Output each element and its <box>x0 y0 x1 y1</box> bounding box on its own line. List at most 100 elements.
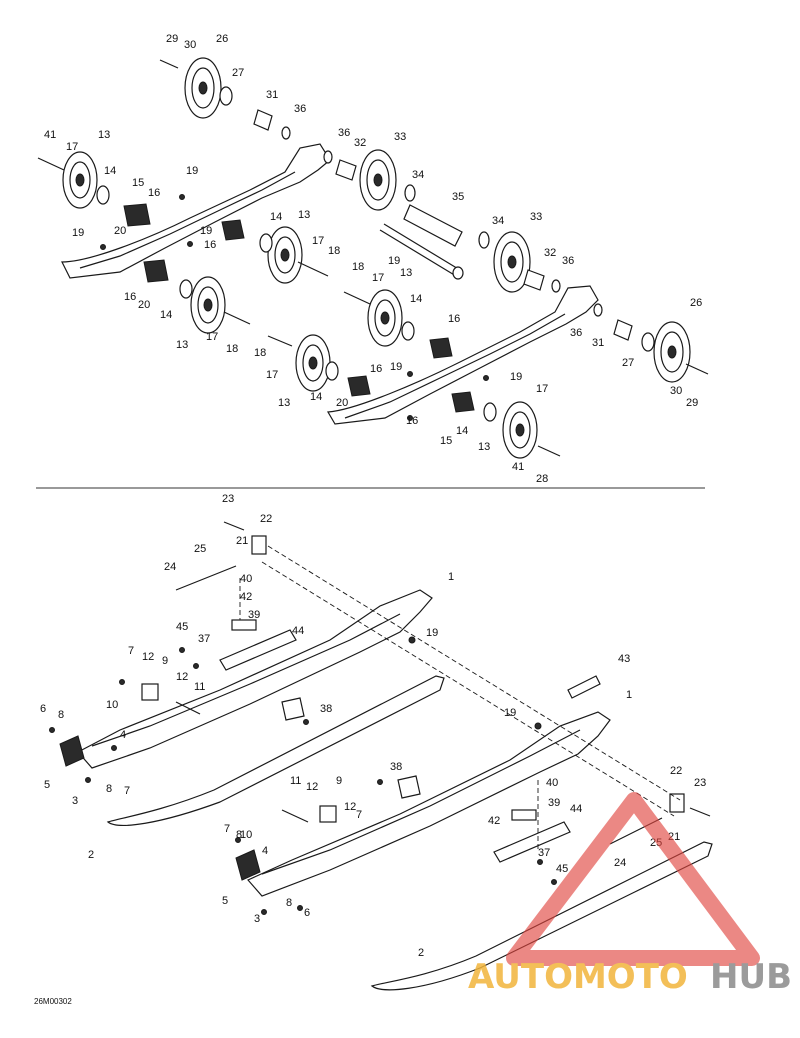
callout-19: 19 <box>200 225 212 237</box>
callout-18: 18 <box>254 347 266 359</box>
callout-40: 40 <box>546 777 558 789</box>
callout-16: 16 <box>148 187 160 199</box>
callout-19: 19 <box>510 371 522 383</box>
callout-17: 17 <box>312 235 324 247</box>
top-small-parts <box>37 59 709 457</box>
callout-8: 8 <box>106 783 112 795</box>
callout-14: 14 <box>410 293 422 305</box>
callout-38: 38 <box>390 761 402 773</box>
callout-4: 4 <box>262 845 268 857</box>
callout-18: 18 <box>226 343 238 355</box>
callout-36: 36 <box>562 255 574 267</box>
callout-8: 8 <box>58 709 64 721</box>
callout-27: 27 <box>622 357 634 369</box>
callout-11: 11 <box>290 775 301 787</box>
wheel-13-center <box>367 289 403 347</box>
callout-36: 36 <box>338 127 350 139</box>
callout-13: 13 <box>98 129 110 141</box>
right-rail <box>326 285 599 425</box>
callout-24: 24 <box>164 561 176 573</box>
callout-45: 45 <box>556 863 568 875</box>
callout-16: 16 <box>124 291 136 303</box>
callout-8: 8 <box>286 897 292 909</box>
callout-26: 26 <box>690 297 702 309</box>
callout-15: 15 <box>132 177 144 189</box>
top-wheels <box>62 57 691 459</box>
wheel-26-top <box>184 57 222 119</box>
callout-20: 20 <box>336 397 348 409</box>
callout-14: 14 <box>160 309 172 321</box>
callout-14: 14 <box>270 211 282 223</box>
callout-44: 44 <box>292 625 304 637</box>
callout-7: 7 <box>124 785 130 797</box>
wheel-33-top <box>359 149 397 211</box>
callout-1: 1 <box>448 571 454 583</box>
callout-5: 5 <box>44 779 50 791</box>
callout-20: 20 <box>114 225 126 237</box>
callout-7: 7 <box>128 645 134 657</box>
callout-39: 39 <box>248 609 260 621</box>
callout-41: 41 <box>512 461 524 473</box>
callout-34: 34 <box>492 215 504 227</box>
callout-33: 33 <box>394 131 406 143</box>
watermark-text-2: HUB <box>710 957 792 997</box>
top-assembly <box>61 143 599 425</box>
callout-30: 30 <box>184 39 196 51</box>
bottom-assembly <box>49 521 713 991</box>
callout-16: 16 <box>204 239 216 251</box>
callout-12: 12 <box>176 671 188 683</box>
assembly-lines <box>239 545 681 852</box>
callout-4: 4 <box>120 729 126 741</box>
callout-2: 2 <box>418 947 424 959</box>
callout-26: 26 <box>216 33 228 45</box>
callout-19: 19 <box>390 361 402 373</box>
callout-14: 14 <box>104 165 116 177</box>
callout-29: 29 <box>686 397 698 409</box>
callout-29: 29 <box>166 33 178 45</box>
wheel-26-right <box>653 321 691 383</box>
watermark-text-1: AUTOMOTO <box>468 957 688 997</box>
callout-8: 8 <box>236 829 242 841</box>
callout-19: 19 <box>186 165 198 177</box>
callout-7: 7 <box>224 823 230 835</box>
callout-22: 22 <box>670 765 682 777</box>
callout-38: 38 <box>320 703 332 715</box>
callout-42: 42 <box>240 591 252 603</box>
callout-42: 42 <box>488 815 500 827</box>
callout-39: 39 <box>548 797 560 809</box>
callout-13: 13 <box>278 397 290 409</box>
callout-30: 30 <box>670 385 682 397</box>
wheel-13-low-left <box>190 276 226 334</box>
callout-18: 18 <box>352 261 364 273</box>
callout-17: 17 <box>536 383 548 395</box>
callout-22: 22 <box>260 513 272 525</box>
callout-19: 19 <box>504 707 516 719</box>
callout-13: 13 <box>400 267 412 279</box>
callout-35: 35 <box>452 191 464 203</box>
watermark-triangle <box>506 792 760 966</box>
callout-34: 34 <box>412 169 424 181</box>
callout-33: 33 <box>530 211 542 223</box>
callout-31: 31 <box>592 337 604 349</box>
cross-shaft <box>383 223 461 271</box>
callout-16: 16 <box>406 415 418 427</box>
callout-36: 36 <box>570 327 582 339</box>
wheel-13-lower <box>295 334 331 392</box>
callout-17: 17 <box>66 141 78 153</box>
callout-13: 13 <box>176 339 188 351</box>
callout-17: 17 <box>206 331 218 343</box>
callout-23: 23 <box>222 493 234 505</box>
callout-37: 37 <box>538 847 550 859</box>
callout-36: 36 <box>294 103 306 115</box>
callout-7: 7 <box>356 809 362 821</box>
callout-19: 19 <box>72 227 84 239</box>
callout-13: 13 <box>298 209 310 221</box>
wheel-13-mid <box>267 226 303 284</box>
callout-32: 32 <box>354 137 366 149</box>
callout-18: 18 <box>328 245 340 257</box>
callout-2: 2 <box>88 849 94 861</box>
callout-23: 23 <box>694 777 706 789</box>
callout-14: 14 <box>310 391 322 403</box>
callout-9: 9 <box>162 655 168 667</box>
